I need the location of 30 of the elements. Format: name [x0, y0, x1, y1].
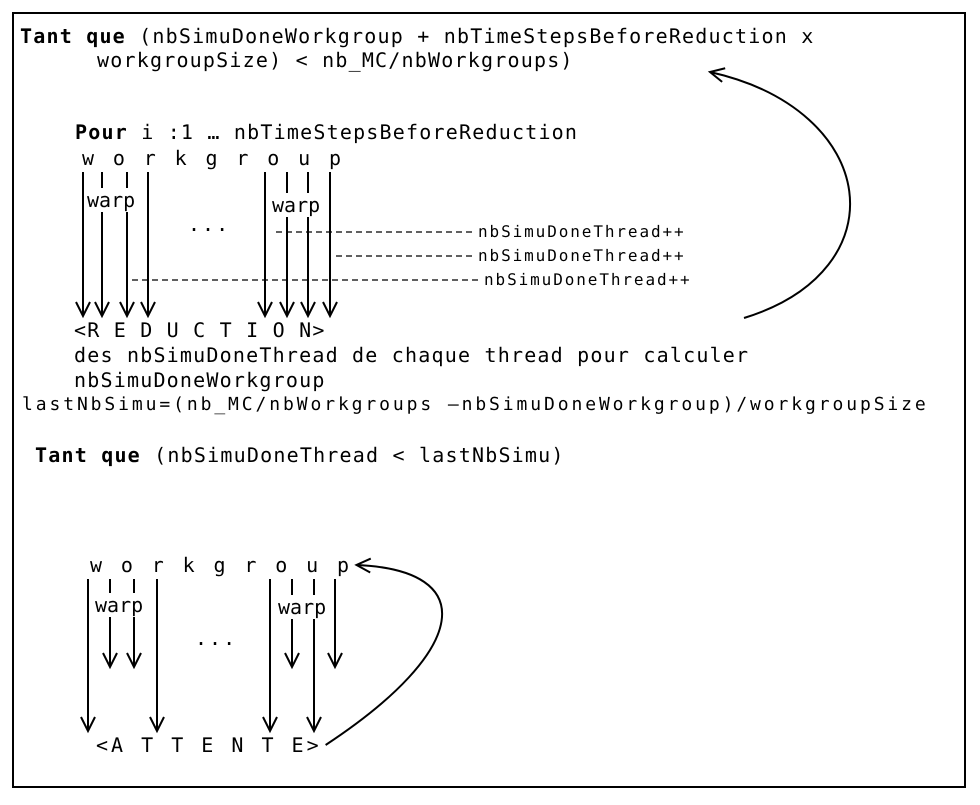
arrow [140, 172, 156, 317]
warp-label: warp [271, 193, 322, 217]
counter-increment-text: nbSimuDoneThread++ [484, 270, 692, 290]
leader-line [275, 231, 472, 233]
loop-condition-text: Tant que (nbSimuDoneWorkgroup + nbTimeStepsBeforeReduction x workgroupSize) < nb_MC/nbWorkgroups) [20, 24, 965, 72]
wait-label: <A T T E N T E> [96, 733, 322, 757]
loop-condition-text: Tant que (nbSimuDoneThread < lastNbSimu) [35, 443, 565, 467]
reduction-label: <R E D U C T I O N> [74, 318, 326, 343]
arrow [262, 579, 278, 732]
loop-arrow [709, 68, 850, 319]
warp-label: warp [277, 595, 328, 619]
workgroup-label: w o r k g r o u p [82, 146, 344, 170]
loop-header-text: Pour i :1 … nbTimeStepsBeforeReduction [75, 120, 578, 144]
arrow [327, 579, 343, 668]
reduction-description: des nbSimuDoneThread de chaque thread pour calculer nbSimuDoneWorkgroup [74, 343, 750, 393]
leader-line [333, 255, 472, 257]
assignment-text: lastNbSimu=(nb_MC/nbWorkgroups –nbSimuDoneWorkgroup)/workgroupSize [22, 393, 929, 417]
arrow [149, 579, 165, 732]
loop-arrow [325, 558, 442, 746]
workgroup-label: w o r k g r o u p [90, 553, 352, 577]
arrow [322, 172, 338, 317]
arrow [75, 172, 91, 317]
ellipsis: ... [195, 626, 238, 650]
warp-label: warp [94, 593, 144, 617]
arrow [257, 172, 273, 317]
ellipsis: ... [188, 212, 230, 236]
counter-increment-text: nbSimuDoneThread++ [478, 246, 686, 266]
arrow [80, 579, 96, 732]
warp-label: warp [86, 188, 136, 212]
counter-increment-text: nbSimuDoneThread++ [478, 222, 686, 242]
